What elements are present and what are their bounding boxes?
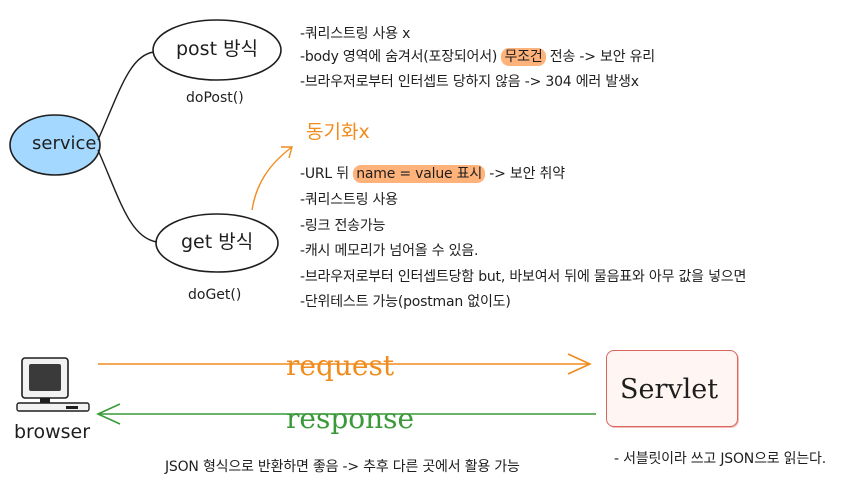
response-arrow-head	[96, 403, 121, 425]
servlet-note: - 서블릿이라 쓰고 JSON으로 읽는다.	[614, 451, 826, 467]
get-note-5: -브라우저로부터 인터셉트당함 but, 바보여서 뒤에 물음표와 아무 값을 …	[300, 269, 747, 285]
json-note: JSON 형식으로 반환하면 좋음 -> 추후 다른 곳에서 활용 가능	[165, 459, 520, 475]
browser-label: browser	[14, 421, 91, 443]
request-arrow-head	[567, 353, 592, 375]
post-note-3: -브라우저로부터 인터셉트 당하지 않음 -> 304 에러 발생x	[300, 74, 639, 90]
sync-arrow	[251, 146, 293, 211]
get-method-label: doGet()	[188, 287, 242, 303]
sync-arrow-head	[281, 146, 293, 159]
get-note-2: -쿼리스트링 사용	[300, 192, 398, 208]
get-note-4: -캐시 메모리가 넘어올 수 있음.	[300, 243, 479, 259]
computer-icon	[16, 357, 90, 412]
sync-label: 동기화x	[306, 121, 370, 143]
servlet-label: Servlet	[620, 374, 719, 405]
response-label: response	[286, 402, 415, 435]
get-note-1: -URL 뒤 name = value 표시 -> 보안 취약	[300, 165, 565, 183]
connector-service-get	[97, 149, 158, 243]
service-label: service	[32, 133, 97, 154]
get-label: get 방식	[181, 231, 254, 253]
get-note-1-b: -> 보안 취약	[489, 166, 565, 182]
get-node[interactable]	[155, 213, 279, 273]
post-note-1: -쿼리스트링 사용 x	[300, 26, 411, 42]
post-note-2-a: -body 영역에 숨겨서(포장되어서)	[300, 49, 498, 65]
post-note-2-highlight: 무조건	[501, 48, 546, 66]
request-label: request	[286, 349, 395, 382]
post-label: post 방식	[176, 38, 259, 60]
post-node[interactable]	[152, 19, 282, 81]
post-note-2: -body 영역에 숨겨서(포장되어서) 무조건 전송 -> 보안 유리	[300, 48, 655, 66]
connector-service-post	[97, 51, 155, 141]
service-node[interactable]	[9, 114, 101, 176]
get-note-6: -단위테스트 가능(postman 없이도)	[300, 294, 511, 310]
servlet-box[interactable]	[606, 350, 738, 427]
get-note-1-highlight: name = value 표시	[353, 165, 486, 183]
get-note-1-a: -URL 뒤	[300, 166, 349, 182]
post-note-2-b: 전송 -> 보안 유리	[549, 49, 655, 65]
get-note-3: -링크 전송가능	[300, 218, 386, 234]
post-method-label: doPost()	[186, 90, 244, 106]
